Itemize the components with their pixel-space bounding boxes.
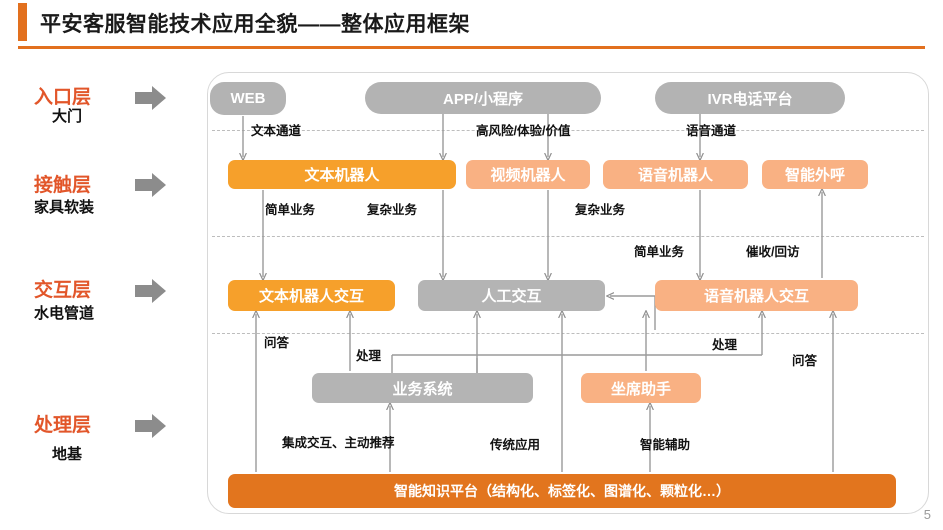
- entry_nodes-node-1[interactable]: APP/小程序: [365, 82, 601, 114]
- layer-sublabel-3: 地基: [52, 446, 83, 463]
- interaction_nodes-node-1[interactable]: 人工交互: [418, 280, 605, 311]
- contact_nodes-node-1[interactable]: 视频机器人: [466, 160, 590, 189]
- contact_nodes-node-2[interactable]: 语音机器人: [603, 160, 748, 189]
- layer-name-1: 接触层: [34, 175, 92, 196]
- process_nodes-node-1[interactable]: 坐席助手: [581, 373, 701, 403]
- layer-sublabel-1: 家具软装: [34, 199, 95, 216]
- knowledge-platform-bar[interactable]: 智能知识平台（结构化、标签化、图谱化、颗粒化…）: [228, 474, 896, 508]
- contact_nodes-node-label-0: 文本机器人: [304, 167, 380, 184]
- layer-name-0: 入口层: [34, 87, 92, 108]
- layer-sublabel-2: 水电管道: [34, 305, 95, 322]
- title-accent-bar: [18, 3, 27, 41]
- interaction_nodes-node-2[interactable]: 语音机器人交互: [655, 280, 858, 311]
- edge-label-13: 传统应用: [490, 438, 541, 452]
- entry_nodes-node-2[interactable]: IVR电话平台: [655, 82, 845, 114]
- layer-arrow-icon-2: [135, 278, 167, 304]
- divider-0: [212, 130, 924, 131]
- entry_nodes-node-label-2: IVR电话平台: [707, 90, 793, 108]
- title-underline: [18, 46, 925, 49]
- process_nodes-node-label-1: 坐席助手: [610, 380, 671, 398]
- layer-arrow-icon-0: [135, 85, 167, 111]
- contact_nodes-node-label-1: 视频机器人: [490, 167, 566, 184]
- layer-sublabel-0: 大门: [52, 108, 83, 125]
- divider-2: [212, 333, 924, 334]
- entry_nodes-node-label-1: APP/小程序: [442, 90, 523, 108]
- contact_nodes-node-label-2: 语音机器人: [637, 167, 713, 184]
- layer-name-2: 交互层: [34, 280, 92, 301]
- edge-label-8: 问答: [264, 336, 290, 350]
- interaction_nodes-node-label-0: 文本机器人交互: [258, 288, 364, 305]
- process_nodes-node-label-0: 业务系统: [392, 380, 453, 398]
- edge-label-5: 复杂业务: [575, 203, 626, 217]
- page-number: 5: [923, 507, 931, 522]
- edge-label-3: 简单业务: [265, 203, 316, 217]
- edge-label-2: 语音通道: [686, 124, 737, 138]
- process_nodes-node-0[interactable]: 业务系统: [312, 373, 533, 403]
- edge-label-9: 处理: [356, 349, 382, 363]
- layer-arrow-icon-1: [135, 172, 167, 198]
- edge-label-11: 问答: [792, 354, 818, 368]
- entry_nodes-node-label-0: WEB: [230, 90, 266, 107]
- layer-arrow-icon-3: [135, 413, 167, 439]
- divider-1: [212, 236, 924, 237]
- edge-label-14: 智能辅助: [640, 438, 691, 452]
- contact_nodes-node-0[interactable]: 文本机器人: [228, 160, 456, 189]
- contact_nodes-node-label-3: 智能外呼: [784, 167, 845, 184]
- edge-label-4: 复杂业务: [367, 203, 418, 217]
- interaction_nodes-node-0[interactable]: 文本机器人交互: [228, 280, 395, 311]
- edge-label-0: 文本通道: [251, 124, 302, 138]
- edge-label-6: 简单业务: [634, 245, 685, 259]
- edge-label-12: 集成交互、主动推荐: [282, 436, 395, 450]
- contact_nodes-node-3[interactable]: 智能外呼: [762, 160, 868, 189]
- interaction_nodes-node-label-2: 语音机器人交互: [703, 288, 809, 305]
- edge-label-1: 高风险/体验/价值: [476, 124, 571, 138]
- edge-label-7: 催收/回访: [746, 245, 800, 259]
- page-title: 平安客服智能技术应用全貌——整体应用框架: [40, 13, 470, 36]
- layer-name-3: 处理层: [34, 415, 92, 436]
- interaction_nodes-node-label-1: 人工交互: [481, 288, 542, 305]
- edge-label-10: 处理: [712, 338, 738, 352]
- entry_nodes-node-0[interactable]: WEB: [210, 82, 286, 115]
- knowledge-platform-label: 智能知识平台（结构化、标签化、图谱化、颗粒化…）: [394, 483, 730, 499]
